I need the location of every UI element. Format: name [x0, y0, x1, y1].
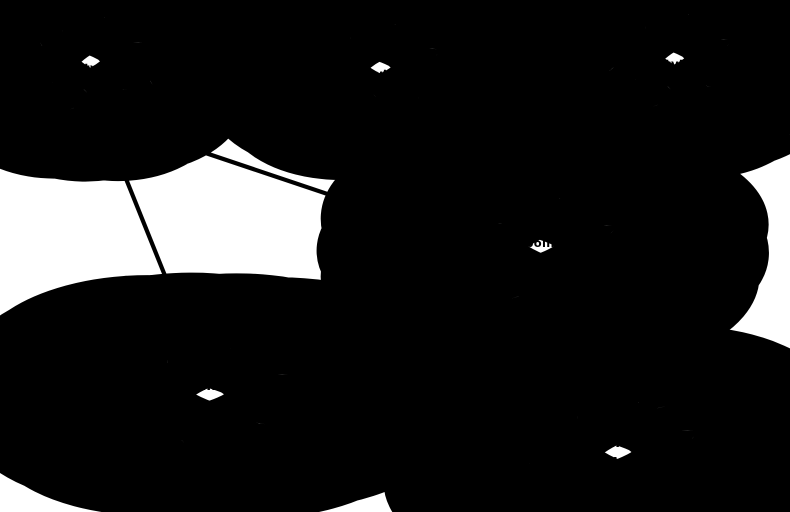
cloud-hybrid: Chmura hybrydowa	[100, 340, 324, 451]
cloud-label-line: publiczna	[577, 456, 655, 472]
cloud-label-line: instytucji	[349, 67, 412, 81]
cloud-label-line: Chmura	[181, 378, 244, 394]
cloud-label-line: instytucji	[64, 61, 127, 75]
cloud-label-line: oubkicznych	[493, 270, 576, 284]
cloud-label-line: Chmura	[651, 23, 703, 37]
cloud-label-line: publicznej 2	[340, 84, 422, 98]
cloud-label-line: Chmura	[509, 219, 561, 233]
cloud-label-line: instytucji	[503, 253, 566, 267]
cloud-private-1: Chmura prywatna instytucji publicznej 1	[18, 9, 166, 116]
cloud-private-n: Chmura prywatna instytucji ovbkicznej N	[600, 6, 752, 113]
cloud-label-line: hybrydowa	[167, 399, 257, 415]
cloud-label-line: wspólna	[507, 236, 563, 250]
cloud-label-line: ovbkicznej N	[634, 74, 720, 88]
cloud-private-2: Chmura prywatna instytucji publicznej 2	[302, 18, 463, 121]
cloud-label-line: Chmura	[70, 27, 122, 41]
cloud-label-line: instytucji	[645, 57, 708, 71]
cloud-community: Chmura wspólna instytucji oubkicznych	[441, 190, 644, 306]
cloud-label-line: prywatna	[349, 50, 413, 64]
cloud-label-line: Chmura	[585, 435, 648, 451]
cloud-label-line: prywatna	[64, 44, 128, 58]
cloud-public: Chmura publiczna	[512, 394, 727, 512]
cloud-label-line: prywatna	[645, 40, 709, 54]
cloud-label-line: publicznej 1	[55, 78, 137, 92]
cloud-label-line: Chmura	[355, 33, 407, 47]
